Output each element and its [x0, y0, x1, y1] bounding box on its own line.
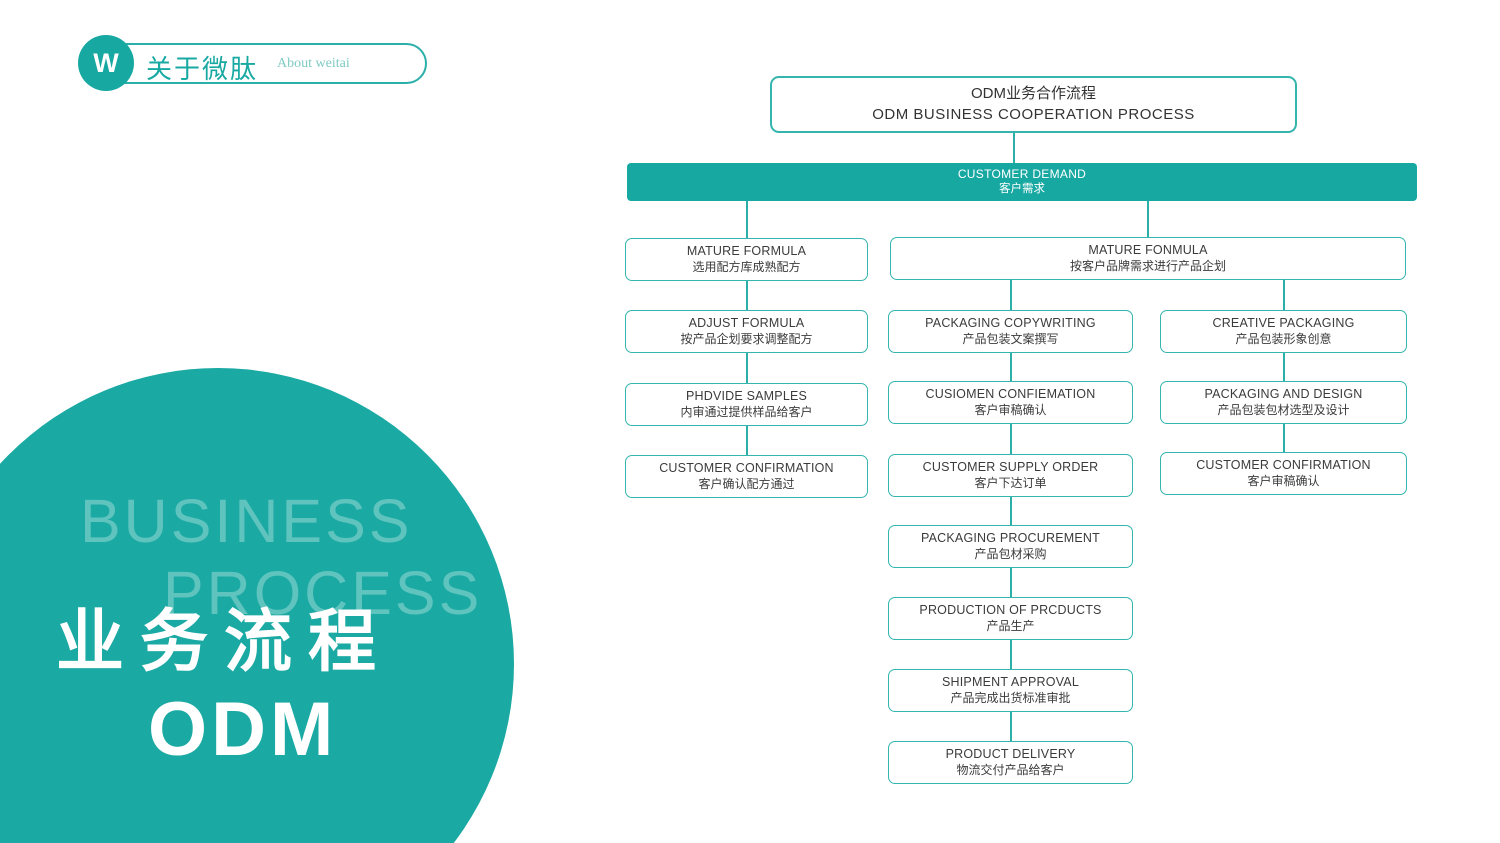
connector-line: [1283, 280, 1285, 310]
flow-node-customer-confirmation-formula: CUSTOMER CONFIRMATION 客户确认配方通过: [625, 455, 868, 498]
connector-line: [1147, 201, 1149, 237]
flow-node-label-en: CUSTOMER CONFIRMATION: [1196, 457, 1371, 472]
connector-line: [1010, 280, 1012, 310]
flow-node-label-cn: 客户审稿确认: [1247, 473, 1320, 488]
flow-node-shipment-approval: SHIPMENT APPROVAL 产品完成出货标准审批: [888, 669, 1133, 712]
connector-line: [746, 281, 748, 310]
flow-node-label-en: MATURE FONMULA: [1088, 242, 1208, 257]
flow-node-label-en: CUSTOMER CONFIRMATION: [659, 460, 834, 475]
flow-node-packaging-copywriting: PACKAGING COPYWRITING 产品包装文案撰写: [888, 310, 1133, 353]
flow-node-label-en: PACKAGING AND DESIGN: [1204, 386, 1363, 401]
connector-line: [746, 201, 748, 238]
flow-node-label-en: PACKAGING COPYWRITING: [925, 315, 1096, 330]
flow-node-label-cn: 客户下达订单: [974, 475, 1047, 490]
connector-line: [1010, 712, 1012, 741]
flow-node-label-en: PRODUCTION OF PRCDUCTS: [919, 602, 1102, 617]
flow-node-customer-confirmation-copy: CUSIOMEN CONFIEMATION 客户审稿确认: [888, 381, 1133, 424]
flow-node-label-cn: 按产品企划要求调整配方: [680, 331, 813, 346]
hero-ghost-word-process: PROCESS: [163, 559, 483, 627]
flow-node-label-en: ADJUST FORMULA: [688, 315, 805, 330]
flow-node-label-en: CREATIVE PACKAGING: [1212, 315, 1355, 330]
flow-node-label-cn: 产品包装文案撰写: [962, 331, 1059, 346]
connector-line: [746, 426, 748, 455]
connector-line: [1010, 497, 1012, 525]
flow-node-label-en: SHIPMENT APPROVAL: [941, 674, 1079, 689]
flow-node-label-en: PRODUCT DELIVERY: [945, 746, 1076, 761]
flow-node-provide-samples: PHDVIDE SAMPLES 内审通过提供样品给客户: [625, 383, 868, 426]
flow-node-customer-supply-order: CUSTOMER SUPPLY ORDER 客户下达订单: [888, 454, 1133, 497]
flow-node-customer-confirmation-design: CUSTOMER CONFIRMATION 客户审稿确认: [1160, 452, 1407, 495]
connector-line: [1283, 353, 1285, 381]
customer-demand-en: CUSTOMER DEMAND: [957, 166, 1087, 181]
customer-demand-cn: 客户需求: [999, 183, 1045, 196]
brand-logo-icon: W: [78, 35, 134, 91]
flow-node-production: PRODUCTION OF PRCDUCTS 产品生产: [888, 597, 1133, 640]
flow-node-creative-packaging: CREATIVE PACKAGING 产品包装形象创意: [1160, 310, 1407, 353]
flow-node-product-delivery: PRODUCT DELIVERY 物流交付产品给客户: [888, 741, 1133, 784]
brand-title-en: About weitai: [277, 56, 350, 71]
hero-title-cn: 业务流程: [56, 604, 393, 680]
connector-line: [1010, 640, 1012, 669]
flow-node-label-en: MATURE FORMULA: [686, 243, 807, 258]
flow-node-mature-formula: MATURE FORMULA 选用配方库成熟配方: [625, 238, 868, 281]
flow-node-label-cn: 产品包装包材选型及设计: [1217, 402, 1350, 417]
connector-line: [1010, 353, 1012, 381]
flow-title-box: ODM业务合作流程 ODM BUSINESS COOPERATION PROCE…: [770, 76, 1297, 133]
connector-line: [746, 353, 748, 383]
flow-node-label-en: PACKAGING PROCUREMENT: [921, 530, 1100, 545]
flow-node-label-en: CUSTOMER SUPPLY ORDER: [922, 459, 1099, 474]
brand-title-cn: 关于微肽: [146, 54, 259, 84]
flow-node-label-cn: 产品生产: [986, 618, 1035, 633]
customer-demand-bar: CUSTOMER DEMAND 客户需求: [627, 163, 1417, 201]
flow-node-label-en: CUSIOMEN CONFIEMATION: [925, 386, 1096, 401]
flow-node-label-cn: 产品包装形象创意: [1235, 331, 1332, 346]
connector-line: [1010, 424, 1012, 454]
flow-node-label-cn: 产品包材采购: [974, 546, 1047, 561]
flow-node-label-en: PHDVIDE SAMPLES: [685, 388, 808, 403]
flow-node-packaging-procurement: PACKAGING PROCUREMENT 产品包材采购: [888, 525, 1133, 568]
flow-node-label-cn: 选用配方库成熟配方: [692, 259, 801, 274]
brand-pill: [101, 43, 427, 84]
flow-node-label-cn: 客户确认配方通过: [698, 476, 795, 491]
hero-title-odm: ODM: [148, 687, 338, 772]
hero-ghost-word-business: BUSINESS: [80, 487, 413, 555]
flow-node-product-planning: MATURE FONMULA 按客户品牌需求进行产品企划: [890, 237, 1406, 280]
flow-node-label-cn: 客户审稿确认: [974, 402, 1047, 417]
flow-node-label-cn: 物流交付产品给客户: [956, 762, 1065, 777]
connector-line: [1013, 133, 1015, 163]
flow-node-label-cn: 按客户品牌需求进行产品企划: [1069, 258, 1226, 273]
flow-title-cn: ODM业务合作流程: [971, 85, 1096, 103]
flow-node-packaging-design: PACKAGING AND DESIGN 产品包装包材选型及设计: [1160, 381, 1407, 424]
connector-line: [1283, 424, 1285, 452]
flow-node-label-cn: 产品完成出货标准审批: [950, 690, 1071, 705]
flow-title-en: ODM BUSINESS COOPERATION PROCESS: [872, 105, 1195, 123]
flow-node-adjust-formula: ADJUST FORMULA 按产品企划要求调整配方: [625, 310, 868, 353]
flow-node-label-cn: 内审通过提供样品给客户: [680, 404, 813, 419]
connector-line: [1010, 568, 1012, 597]
